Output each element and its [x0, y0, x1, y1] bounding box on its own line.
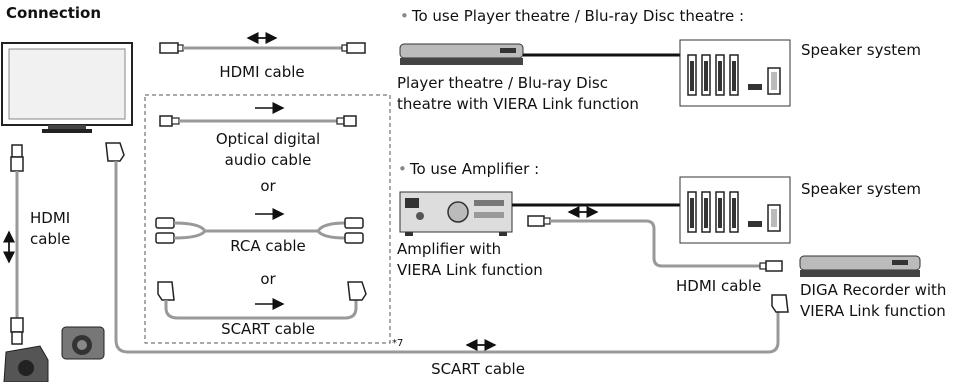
- or-label-1: or: [260, 177, 276, 195]
- diga-label-line2: VIERA Link function: [800, 302, 946, 320]
- hdmi-cable-left: [10, 144, 24, 345]
- hdmi-left-label-line1: HDMI: [30, 209, 71, 227]
- amplifier-icon: [399, 191, 513, 236]
- rca-cable-label: RCA cable: [230, 237, 306, 255]
- alternative-cables-box: [144, 94, 391, 344]
- scart-cable-inner: [157, 281, 367, 320]
- speaker-system-icon-2: [679, 176, 791, 244]
- player-theatre-icon: [399, 43, 524, 65]
- scart-cable-inner-label: SCART cable: [221, 320, 315, 338]
- optical-cable: [159, 115, 357, 127]
- or-label-2: or: [260, 270, 276, 288]
- speaker-system-label-2: Speaker system: [801, 180, 922, 198]
- hdmi-left-label-line2: cable: [30, 230, 71, 248]
- speaker-system-label-1: Speaker system: [801, 41, 922, 59]
- scart-cable-bottom-label: SCART cable: [431, 360, 525, 378]
- hdmi-cable-amp-diga: [527, 215, 783, 272]
- section-player-theatre: To use Player theatre / Blu-ray Disc the…: [400, 7, 744, 26]
- rca-cable: [155, 217, 364, 244]
- heading: Connection: [6, 4, 102, 22]
- digital-camera-icon: [61, 326, 105, 360]
- optical-label-line2: audio cable: [224, 151, 312, 169]
- camcorder-icon: [3, 345, 49, 383]
- speaker-system-icon-1: [679, 39, 791, 107]
- optical-label-line1: Optical digital: [215, 130, 321, 148]
- scart-cable-bottom: [105, 142, 789, 354]
- hdmi-cable-top-label: HDMI cable: [219, 63, 305, 81]
- diga-recorder-icon: [799, 255, 921, 277]
- hdmi-cable-top: [159, 42, 366, 54]
- hdmi-amp-cable-label: HDMI cable: [676, 277, 762, 295]
- tv-icon: [1, 42, 133, 133]
- diga-label-line1: DIGA Recorder with: [800, 281, 947, 299]
- player-theatre-label-line1: Player theatre / Blu-ray Disc: [397, 74, 608, 92]
- footnote-marker: *7: [392, 338, 404, 349]
- amplifier-label-line2: VIERA Link function: [397, 261, 543, 279]
- section-amplifier: To use Amplifier :: [398, 160, 539, 179]
- amplifier-label-line1: Amplifier with: [397, 240, 502, 258]
- player-theatre-label-line2: theatre with VIERA Link function: [397, 95, 639, 113]
